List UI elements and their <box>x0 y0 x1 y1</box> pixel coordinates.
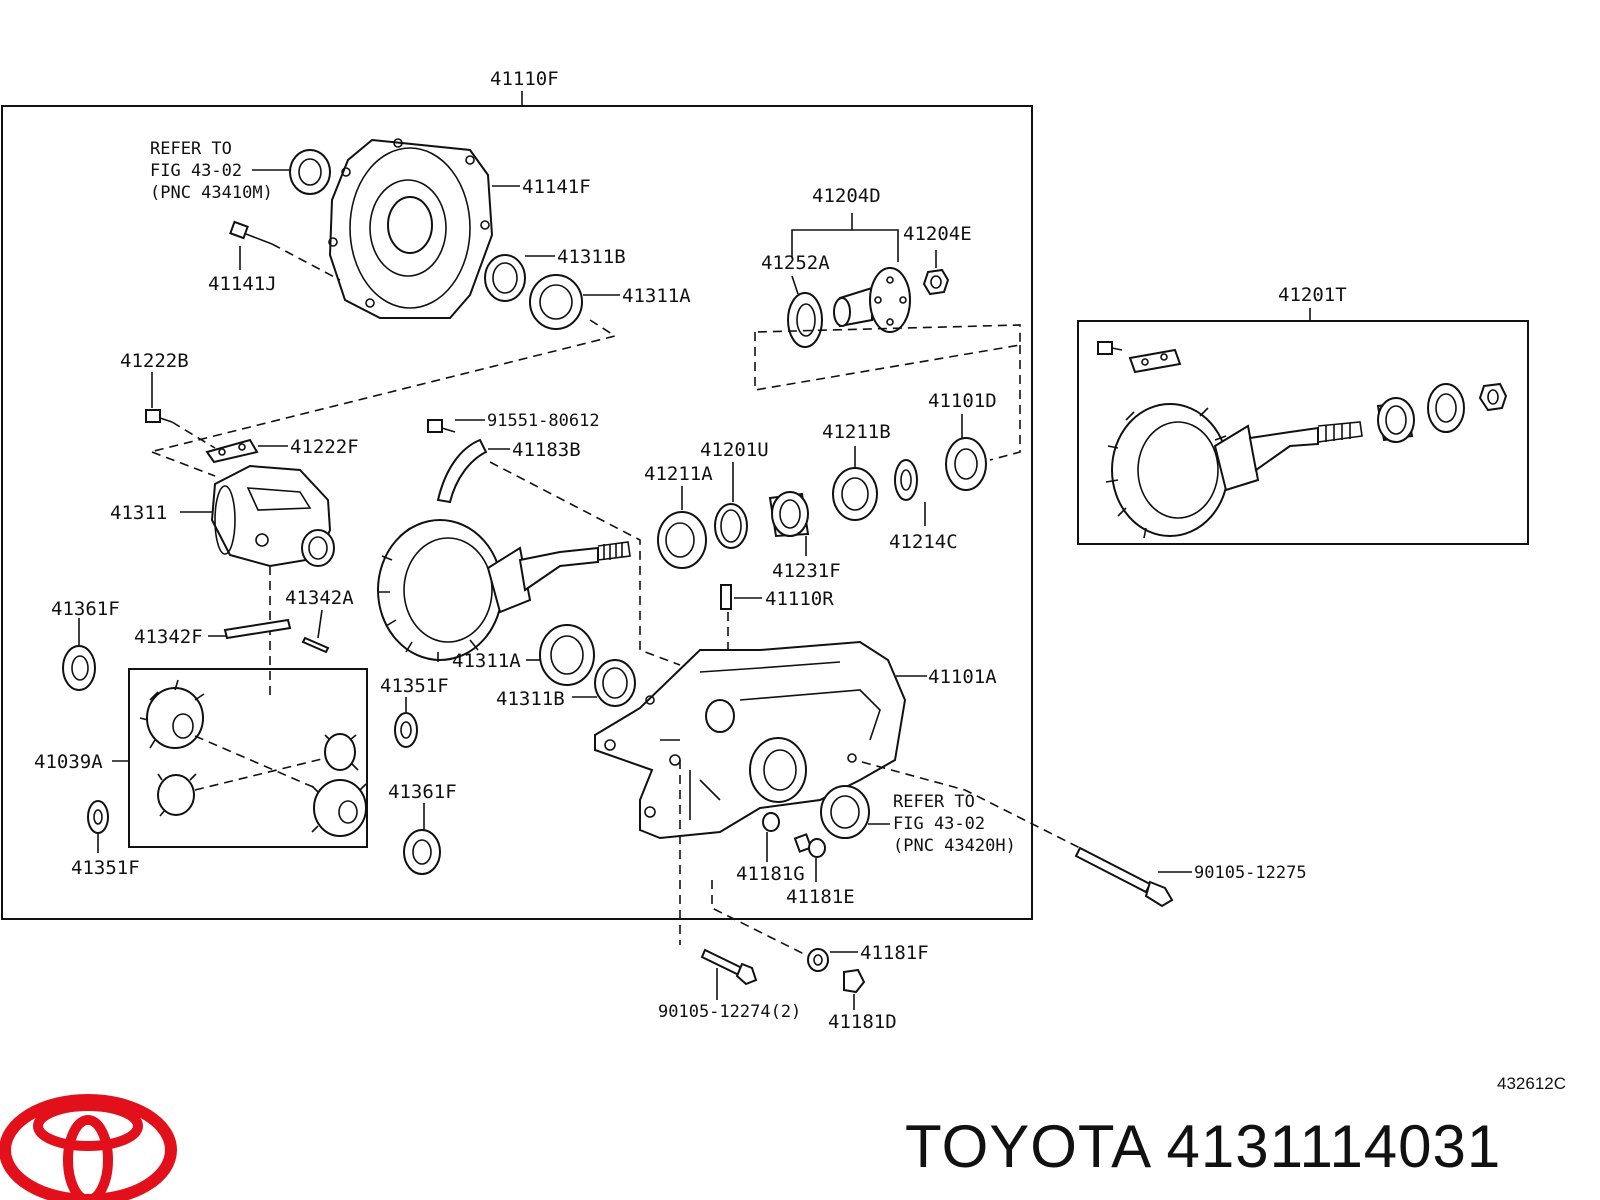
bolt-mid-part <box>427 419 456 433</box>
bolt-plate-part <box>145 409 173 423</box>
bearing-inner-part <box>657 511 707 569</box>
label-bolt-plate: 41222B <box>120 350 189 372</box>
lock-plate-part <box>205 438 259 464</box>
ring-gear-part <box>377 519 631 662</box>
gasket-g-part <box>762 812 780 832</box>
gear-kit-part <box>139 679 367 837</box>
main-assembly-frame <box>1 105 1033 920</box>
label-flange-nut: 41204E <box>903 223 972 245</box>
ring-pinion-frame <box>1077 320 1529 545</box>
bearing-mid-part <box>539 624 595 686</box>
pin-straight-part <box>301 636 330 654</box>
label-pin-cross: 41342F <box>134 626 203 648</box>
label-seal-mid: 41311B <box>496 688 565 710</box>
label-baffle: 41183B <box>512 439 581 461</box>
bearing-outer-part <box>832 467 878 521</box>
label-bolt-mid: 91551-80612 <box>487 411 600 431</box>
plug-d-part <box>843 968 866 994</box>
carrier-seal-part <box>945 437 987 491</box>
label-bearing-mid: 41311A <box>452 650 521 672</box>
diff-case-part <box>210 464 335 568</box>
refer-left-line2: FIG 43-02 <box>150 161 242 181</box>
label-breather: 41110R <box>765 588 834 610</box>
label-spacer: 41201U <box>700 439 769 461</box>
washer-mid-b-part <box>403 829 441 875</box>
label-flange-seal: 41252A <box>761 252 830 274</box>
gasket-f-part <box>807 948 829 972</box>
label-lock-plate: 41222F <box>290 436 359 458</box>
companion-flange-part <box>833 267 911 333</box>
shim-part <box>894 459 918 501</box>
long-bolt-part <box>1074 846 1174 908</box>
label-gear-kit: 41039A <box>34 751 103 773</box>
label-collar: 41231F <box>772 560 841 582</box>
label-shim: 41214C <box>889 531 958 553</box>
brand-part-number: TOYOTA 4131114031 <box>905 1113 1502 1180</box>
spacer-part <box>714 503 748 549</box>
label-plug-e: 41181E <box>786 886 855 908</box>
label-bearing-inner: 41211A <box>644 463 713 485</box>
label-carrier-seal: 41101D <box>928 390 997 412</box>
baffle-part <box>436 438 488 504</box>
pin-cross-part <box>223 618 292 640</box>
washer-small-bottom-part <box>87 800 109 834</box>
gear-kit-frame <box>128 668 368 848</box>
ring-pinion-kit-part <box>1097 341 1508 539</box>
label-washer-mid-a: 41351F <box>380 675 449 697</box>
label-washer-left: 41361F <box>51 598 120 620</box>
label-long-bolt: 90105-12275 <box>1194 863 1307 883</box>
collar-part <box>768 491 810 538</box>
case-cover-part <box>328 138 494 319</box>
label-case-cover: 41141F <box>522 176 591 198</box>
toyota-logo-icon <box>0 1094 177 1200</box>
label-main-assembly: 41110F <box>490 68 559 90</box>
label-gasket-g: 41181G <box>736 863 805 885</box>
washer-mid-a-part <box>394 712 418 748</box>
refer-left-line3: (PNC 43410M) <box>150 183 273 203</box>
label-oil-seal-top: 41311B <box>557 246 626 268</box>
label-carrier-housing: 41101A <box>928 666 997 688</box>
refer-right-line3: (PNC 43420H) <box>893 836 1016 856</box>
label-bolt-cover: 41141J <box>208 273 277 295</box>
figure-code: 432612C <box>1497 1074 1567 1093</box>
label-pin-straight: 41342A <box>285 587 354 609</box>
label-washer-mid-b: 41361F <box>388 781 457 803</box>
oil-seal-top-part <box>484 254 526 302</box>
label-ring-pinion-kit: 41201T <box>1278 284 1347 306</box>
plug-e-part <box>793 833 826 858</box>
seal-ref-left-part <box>289 149 331 195</box>
flange-seal-part <box>787 292 823 348</box>
label-washer-small-bottom: 41351F <box>71 857 140 879</box>
breather-part <box>720 584 732 610</box>
label-diff-case: 41311 <box>110 502 167 524</box>
refer-right-line2: FIG 43-02 <box>893 814 985 834</box>
refer-right-line1: REFER TO <box>893 792 975 812</box>
label-bolt-pair: 90105-12274(2) <box>658 1002 801 1022</box>
bolt-cover-part <box>229 220 341 281</box>
bearing-top-part <box>529 274 583 330</box>
refer-left-line1: REFER TO <box>150 139 232 159</box>
label-bearing-top: 41311A <box>622 285 691 307</box>
label-plug-d: 41181D <box>828 1011 897 1033</box>
label-gasket-f: 41181F <box>860 942 929 964</box>
label-bearing-outer: 41211B <box>822 421 891 443</box>
seal-mid-part <box>594 659 636 707</box>
seal-ref-right-part <box>820 785 870 839</box>
washer-left-part <box>62 645 96 691</box>
flange-nut-part <box>922 268 950 296</box>
bolt-pair-part <box>700 948 758 986</box>
label-companion-assy: 41204D <box>812 185 881 207</box>
